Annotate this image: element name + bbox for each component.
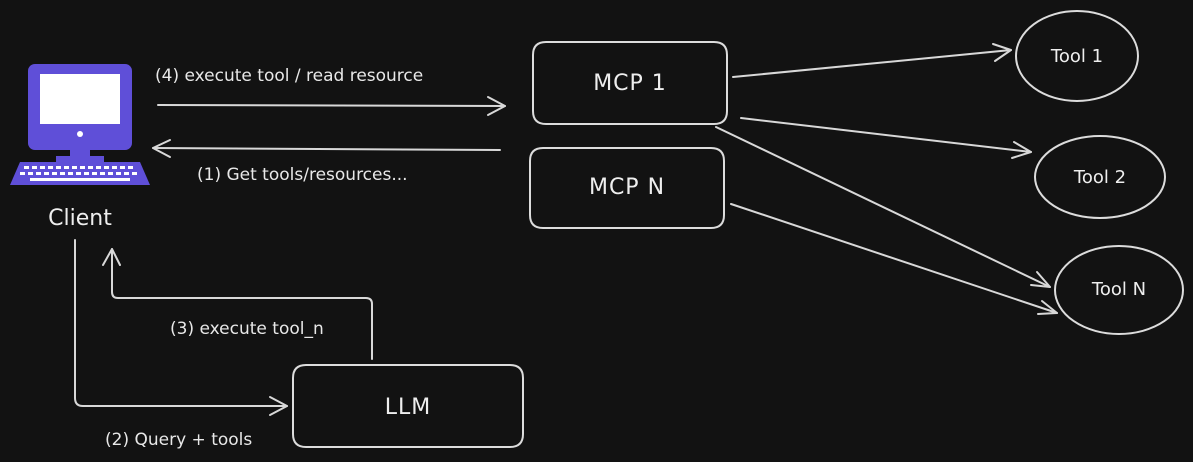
mcpn-box[interactable]: MCP N [529, 147, 725, 229]
tooln-label: Tool N [1091, 279, 1146, 300]
llm-label: LLM [385, 395, 432, 420]
arrow-execute-tool [157, 96, 506, 116]
client-label: Client [48, 206, 112, 231]
label-execute-tool: (4) execute tool / read resource [155, 66, 423, 86]
arrow-mcp1-tool2 [740, 117, 1032, 159]
arrow-mcp1-tooln [715, 126, 1051, 288]
mcpn-label: MCP N [589, 175, 665, 200]
tool1-node[interactable]: Tool 1 [1015, 10, 1139, 102]
tool2-node[interactable]: Tool 2 [1034, 135, 1166, 219]
arrow-mcpn-tooln [730, 203, 1058, 315]
label-query-tools: (2) Query + tools [105, 430, 252, 450]
power-dot [77, 131, 83, 137]
tool1-label: Tool 1 [1050, 46, 1103, 67]
llm-box[interactable]: LLM [292, 364, 524, 448]
mcp1-label: MCP 1 [593, 71, 667, 96]
arrow-execute-tool-n [102, 248, 373, 360]
label-execute-tool-n: (3) execute tool_n [170, 319, 324, 339]
tooln-node[interactable]: Tool N [1054, 245, 1184, 335]
client-computer-icon [10, 64, 150, 185]
arrow-get-tools [152, 139, 501, 158]
monitor-stand [70, 149, 90, 157]
tool2-label: Tool 2 [1073, 167, 1126, 188]
monitor-base [56, 156, 104, 162]
arrow-mcp1-tool1 [732, 43, 1012, 78]
arrow-query-tools [74, 239, 288, 416]
monitor-screen [40, 74, 120, 124]
label-get-tools: (1) Get tools/resources... [197, 165, 408, 185]
keyboard-keys [20, 166, 137, 181]
mcp1-box[interactable]: MCP 1 [532, 41, 728, 125]
